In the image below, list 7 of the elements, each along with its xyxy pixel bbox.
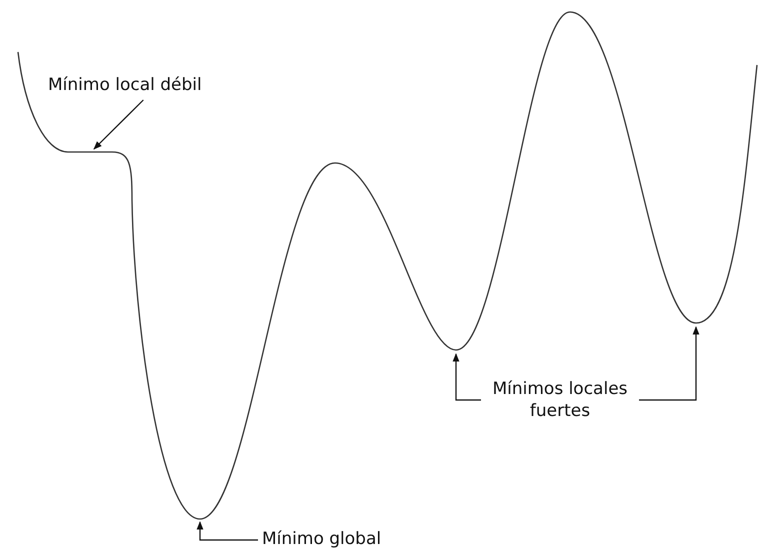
- callout-label: Mínimo global: [262, 528, 382, 549]
- callout-label: Mínimos locales fuertes: [485, 378, 635, 422]
- callout-label: Mínimo local débil: [48, 74, 202, 96]
- leader-line: [196, 521, 258, 541]
- leader-line: [452, 353, 481, 401]
- leader-line: [93, 100, 144, 150]
- leader-line: [639, 326, 700, 401]
